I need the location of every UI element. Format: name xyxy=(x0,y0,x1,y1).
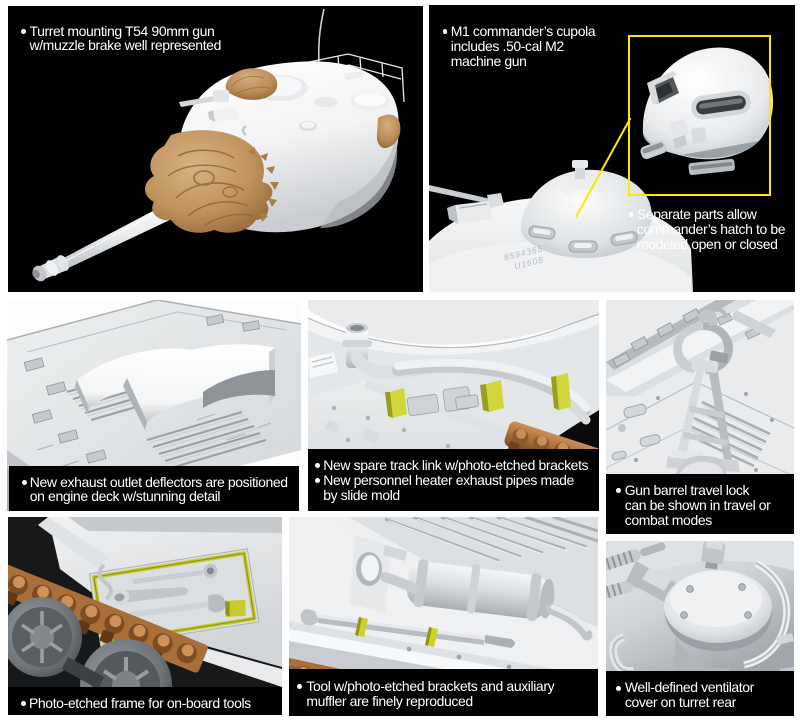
label-line: cover on turret rear xyxy=(624,694,736,711)
label-line: Photo-etched frame for on-board tools xyxy=(28,694,251,711)
label-bar-ventilator: Well-defined ventilator cover on turret … xyxy=(606,671,794,716)
label-line: can be shown in travel or xyxy=(624,496,771,513)
bullet-icon xyxy=(315,478,320,483)
label-bar-muffler: Tool w/photo-etched brackets and auxilia… xyxy=(289,669,598,716)
label-line: modeled open or closed xyxy=(636,235,778,252)
label-bar-spare-track: New spare track link w/photo-etched brac… xyxy=(308,449,599,511)
bullet-icon xyxy=(442,29,448,35)
cupola-render: 8594365 U1608 xyxy=(429,47,774,292)
callout-label-cupola: Separate parts allow commander’s hatch t… xyxy=(628,206,794,252)
label-line: combat modes xyxy=(624,511,712,528)
panel-muffler: Tool w/photo-etched brackets and auxilia… xyxy=(289,517,598,716)
ventilator-render xyxy=(606,541,794,691)
bullet-icon xyxy=(615,685,621,691)
label-line: Turret mounting T54 90mm gun xyxy=(29,22,215,39)
feature-label-turret: Turret mounting T54 90mm gun w/muzzle br… xyxy=(21,22,261,54)
tool-frame-render xyxy=(8,517,282,715)
travel-lock-render xyxy=(606,300,794,477)
highlight-box xyxy=(628,34,771,196)
bullet-icon xyxy=(297,684,302,690)
callout-line xyxy=(575,117,632,218)
label-line: Tool w/photo-etched brackets and auxilia… xyxy=(306,678,555,694)
label-line: Gun barrel travel lock xyxy=(624,482,750,498)
panel-cupola: 8594365 U1608 xyxy=(429,5,795,292)
feature-label-cupola: M1 commander’s cupola includes .50-cal M… xyxy=(442,23,643,69)
label-line: M1 commander’s cupola xyxy=(450,23,596,39)
label-line: Well-defined ventilator xyxy=(624,679,754,696)
label-bar-tool-frame: Photo-etched frame for on-board tools xyxy=(8,687,282,715)
panel-spare-track: New spare track link w/photo-etched brac… xyxy=(308,300,599,511)
label-line: w/muzzle brake well represented xyxy=(29,37,221,54)
panel-ventilator: Well-defined ventilator cover on turret … xyxy=(606,541,794,716)
panel-turret: Turret mounting T54 90mm gun w/muzzle br… xyxy=(8,6,423,292)
label-line: New exhaust outlet deflectors are positi… xyxy=(29,473,288,490)
panel-travel-lock: Gun barrel travel lock can be shown in t… xyxy=(606,300,794,534)
bullet-icon xyxy=(628,212,634,218)
bullet-icon xyxy=(21,28,27,34)
label-line: commander’s hatch to be xyxy=(636,220,786,237)
label-bar-travel-lock: Gun barrel travel lock can be shown in t… xyxy=(606,474,794,534)
turret-render xyxy=(32,8,405,282)
label-line: Separate parts allow xyxy=(636,206,757,222)
bullet-icon xyxy=(22,479,27,485)
panel-tool-frame: Photo-etched frame for on-board tools xyxy=(8,517,282,715)
label-line: machine gun xyxy=(450,52,527,69)
label-line: includes .50-cal M2 xyxy=(450,37,564,54)
label-line: by slide mold xyxy=(323,486,400,503)
label-line: muffler are finely reproduced xyxy=(306,692,473,709)
bullet-icon xyxy=(315,463,320,469)
bullet-icon xyxy=(20,700,26,706)
label-line: on engine deck w/stunning detail xyxy=(29,488,221,505)
label-line: New spare track link w/photo-etched brac… xyxy=(323,457,589,473)
label-line: New personnel heater exhaust pipes made xyxy=(323,471,574,488)
panel-exhaust-deflectors: New exhaust outlet deflectors are positi… xyxy=(7,300,301,511)
bullet-icon xyxy=(616,488,621,494)
label-bar-exhaust: New exhaust outlet deflectors are positi… xyxy=(9,466,299,511)
